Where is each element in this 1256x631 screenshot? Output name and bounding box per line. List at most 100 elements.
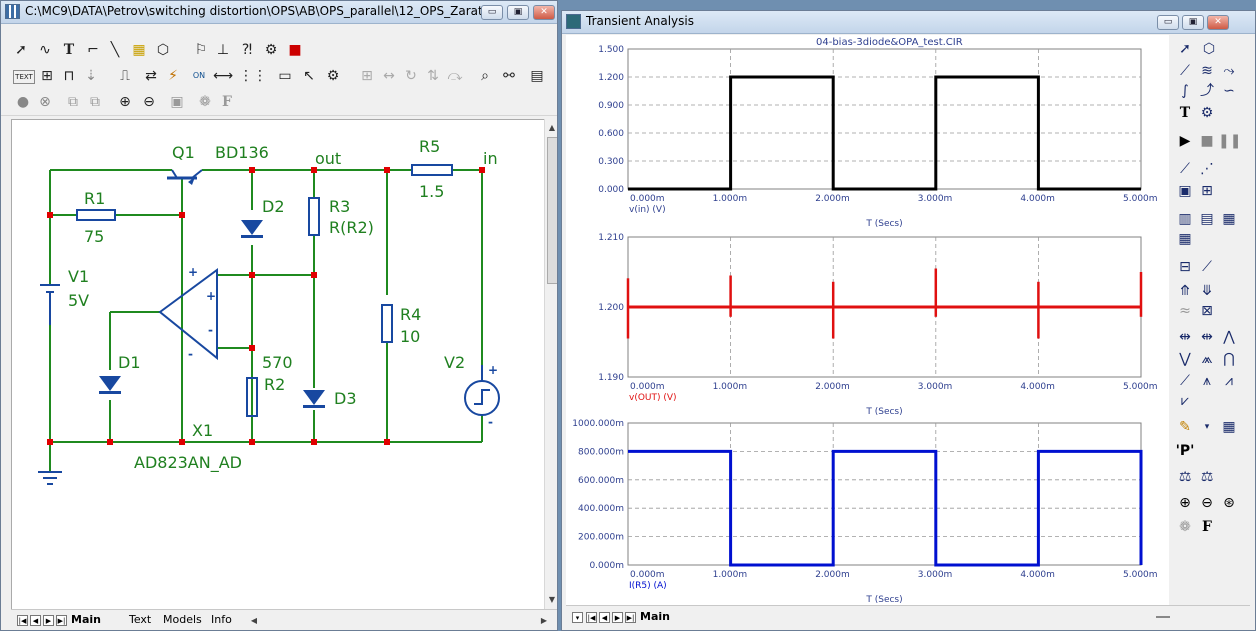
- grid-text-icon[interactable]: ⇣: [85, 68, 97, 84]
- font-icon[interactable]: F: [1202, 519, 1212, 535]
- copy-icon[interactable]: ⧉: [68, 94, 78, 110]
- line-points-icon[interactable]: ⋰: [1200, 161, 1214, 177]
- zoom-in-icon[interactable]: ⊕: [1179, 495, 1191, 511]
- palette-icon[interactable]: ❁: [1179, 519, 1191, 535]
- wave-gray-icon[interactable]: ≈: [1179, 303, 1191, 319]
- diagonal-wire-icon[interactable]: ╲: [110, 42, 120, 58]
- component-icon[interactable]: ⚙: [264, 42, 278, 58]
- scale-x-icon[interactable]: ⚖: [1178, 469, 1192, 485]
- pause-icon[interactable]: ❚❚: [1218, 133, 1242, 149]
- first-page-button[interactable]: |◀: [586, 612, 597, 623]
- close-button[interactable]: ✕: [1207, 15, 1229, 30]
- maximize-button[interactable]: ▣: [1182, 15, 1204, 30]
- image-icon[interactable]: ▣: [170, 94, 184, 110]
- curve2-icon[interactable]: ⤴: [1200, 83, 1214, 99]
- tab-info[interactable]: Info: [211, 613, 232, 626]
- find-icon[interactable]: ⌕: [481, 68, 489, 84]
- properties-icon[interactable]: ⚙: [1200, 105, 1214, 121]
- scroll-thumb[interactable]: [547, 137, 557, 284]
- scale-y-icon[interactable]: ⚖: [1200, 469, 1214, 485]
- curve-icon[interactable]: ∫: [1181, 83, 1189, 99]
- tab-main[interactable]: Main: [640, 610, 670, 623]
- peak-find-icon[interactable]: ⋀: [1223, 329, 1235, 345]
- next-page-button[interactable]: ▶: [43, 615, 54, 626]
- last-page-button[interactable]: ▶|: [56, 615, 67, 626]
- global-low-icon[interactable]: ⩗: [1181, 393, 1189, 409]
- tab-text[interactable]: Text: [129, 613, 152, 626]
- flag-icon[interactable]: ⚐: [194, 42, 208, 58]
- flip-icon[interactable]: ⇅: [427, 68, 439, 84]
- on-off-icon[interactable]: ON: [192, 71, 206, 80]
- scroll-down-arrow[interactable]: ▼: [548, 595, 556, 604]
- schematic-titlebar[interactable]: C:\MC9\DATA\Petrov\switching distortion\…: [1, 1, 557, 24]
- step-icon[interactable]: ⤼: [447, 68, 463, 84]
- resize-grip[interactable]: [1156, 616, 1170, 618]
- cursor-line-icon[interactable]: ⟋: [1202, 259, 1212, 275]
- slope-icon[interactable]: ⟋: [1180, 373, 1190, 389]
- waveform-icon[interactable]: ≋: [1201, 63, 1213, 79]
- dropdown-button[interactable]: ▾: [572, 612, 583, 623]
- shape-tool-icon[interactable]: ⬡: [1202, 41, 1216, 57]
- inflection-icon[interactable]: ⩚: [1203, 373, 1211, 389]
- global-high-icon[interactable]: ⩘: [1225, 373, 1233, 389]
- page-icon[interactable]: ▤: [530, 68, 544, 84]
- properties-icon[interactable]: ⚙: [326, 68, 340, 84]
- info-tool-icon[interactable]: ▦: [132, 42, 146, 58]
- zoom-fit-icon[interactable]: ⊛: [1223, 495, 1235, 511]
- prev-page-button[interactable]: ◀: [599, 612, 610, 623]
- hscroll-right-arrow[interactable]: ▶: [540, 616, 548, 625]
- cursor-box-icon[interactable]: ⊟: [1179, 259, 1191, 275]
- text-toggle-icon[interactable]: TEXT: [13, 70, 35, 84]
- paste-icon[interactable]: ⧉: [90, 94, 100, 110]
- minimize-button[interactable]: ▭: [1157, 15, 1179, 30]
- valley-icon[interactable]: ⤋: [1201, 283, 1213, 299]
- text-tool-icon[interactable]: T: [63, 42, 75, 58]
- select-arrow-icon[interactable]: ➚: [15, 42, 27, 58]
- zoom-box-icon[interactable]: ⊠: [1201, 303, 1213, 319]
- bus-icon[interactable]: ⟷: [213, 68, 234, 84]
- rotate-icon[interactable]: ↻: [405, 68, 417, 84]
- cursor-right-icon[interactable]: ⇹: [1201, 329, 1213, 345]
- hscroll-left-arrow[interactable]: ◀: [250, 616, 258, 625]
- zoom-out-icon[interactable]: ⊖: [143, 94, 155, 110]
- cursor-left-icon[interactable]: ⇹: [1179, 329, 1191, 345]
- cancel-circle-icon[interactable]: ⊗: [39, 94, 51, 110]
- text-tool-icon[interactable]: T: [1179, 105, 1191, 121]
- run-icon[interactable]: ▶: [1179, 133, 1191, 149]
- node-voltage-icon[interactable]: ⚡: [168, 68, 178, 84]
- maximize-button[interactable]: ▣: [507, 5, 529, 20]
- grid-icon[interactable]: ⊞: [1201, 183, 1213, 199]
- mirror-icon[interactable]: ↔: [383, 68, 395, 84]
- minimize-button[interactable]: ▭: [481, 5, 503, 20]
- rubberband-icon[interactable]: ⇄: [145, 68, 157, 84]
- rows-icon[interactable]: ▤: [1200, 211, 1214, 227]
- wire-wave-icon[interactable]: ∿: [39, 42, 51, 58]
- trend-icon[interactable]: ⤳: [1223, 63, 1235, 79]
- dropdown-icon[interactable]: ▾: [1204, 422, 1210, 432]
- tab-main[interactable]: Main: [71, 613, 101, 626]
- curve3-icon[interactable]: ∽: [1223, 83, 1235, 99]
- schematic-canvas[interactable]: Q1 BD136 out in R5 1.5 R1 75 D2 R3 R(R2)…: [11, 119, 546, 611]
- wire-tool-icon[interactable]: ⌐: [87, 42, 99, 58]
- cells-icon[interactable]: ▦: [1178, 231, 1192, 247]
- palette-icon[interactable]: ❁: [199, 94, 211, 110]
- table-icon[interactable]: ▦: [1222, 211, 1236, 227]
- analysis-titlebar[interactable]: Transient Analysis ▭ ▣ ✕: [562, 11, 1255, 34]
- stop-icon[interactable]: ■: [1200, 133, 1214, 149]
- frame-icon[interactable]: ▣: [1178, 183, 1192, 199]
- valley-find-icon[interactable]: ⋁: [1179, 351, 1191, 367]
- stop-icon[interactable]: ■: [288, 42, 302, 58]
- pin-icon[interactable]: ⊥: [216, 42, 230, 58]
- align-icon[interactable]: ⊞: [361, 68, 373, 84]
- zoom-in-icon[interactable]: ⊕: [119, 94, 131, 110]
- select-arrow-icon[interactable]: ➚: [1179, 41, 1191, 57]
- peak-icon[interactable]: ⤊: [1179, 283, 1191, 299]
- tag-icon[interactable]: ✎: [1179, 419, 1191, 435]
- stop-circle-icon[interactable]: ●: [16, 94, 30, 110]
- high-icon[interactable]: ⩕: [1201, 351, 1213, 367]
- next-page-button[interactable]: ▶: [612, 612, 623, 623]
- shape-tool-icon[interactable]: ⬡: [156, 42, 170, 58]
- font-icon[interactable]: F: [222, 94, 232, 110]
- cursor-mode-icon[interactable]: ↖: [303, 68, 315, 84]
- columns-icon[interactable]: ▥: [1178, 211, 1192, 227]
